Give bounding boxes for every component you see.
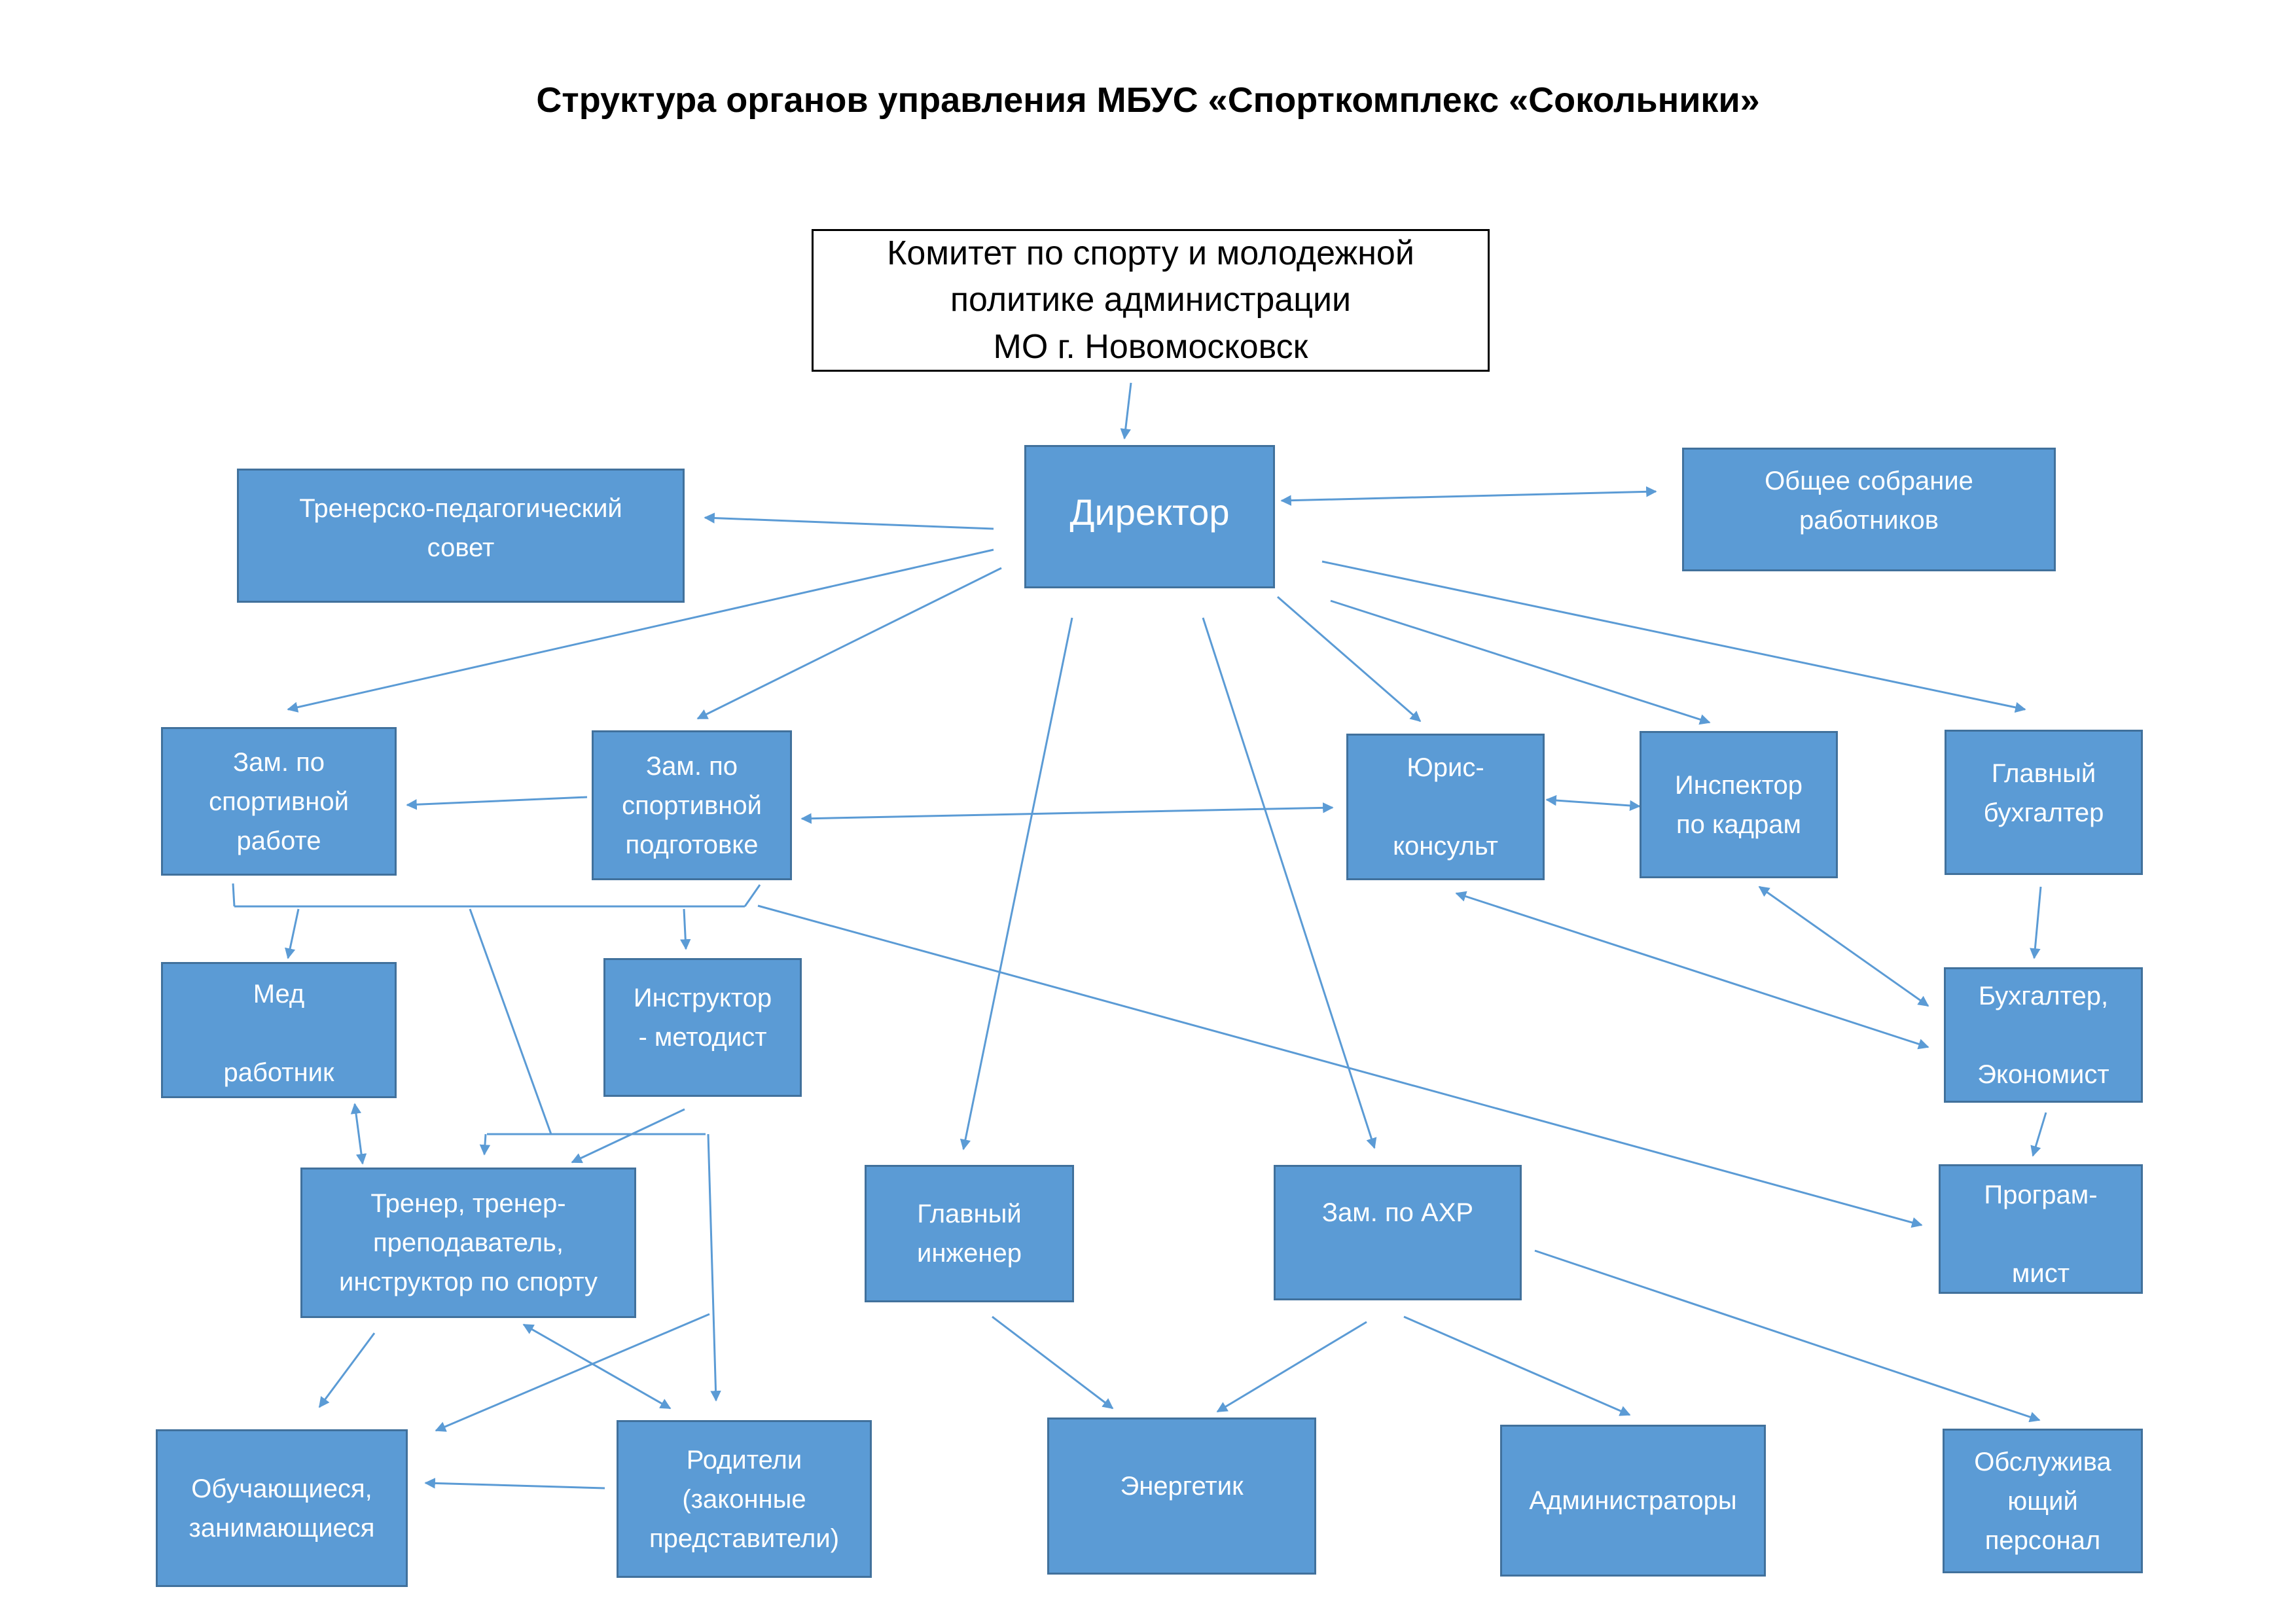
connector-arrow-29 — [350, 1103, 367, 1165]
connector-arrow-3 — [1280, 486, 1657, 506]
director-box: Директор — [1024, 445, 1275, 588]
connector-arrow-28 — [571, 1108, 685, 1164]
connector-arrow-16 — [1455, 891, 1929, 1050]
service-staff-box: Обслужива ющий персонал — [1943, 1429, 2143, 1573]
connector-arrow-21 — [285, 908, 300, 959]
connector-arrow-33 — [424, 1478, 605, 1489]
coach-box: Тренер, тренер- преподаватель, инструкто… — [300, 1168, 636, 1318]
accountant-economist-box: Бухгалтер, Экономист — [1944, 967, 2143, 1103]
connector-arrow-37 — [1534, 1249, 2041, 1423]
connector-arrow-31 — [522, 1323, 672, 1410]
chief-accountant-box: Главный бухгалтер — [1945, 730, 2143, 875]
connector-arrow-1 — [1120, 382, 1132, 440]
connector-arrow-5 — [696, 567, 1002, 720]
connector-arrow-8 — [1277, 596, 1422, 722]
connector-arrow-32 — [435, 1313, 710, 1432]
connector-arrow-11 — [406, 796, 588, 810]
legal-consultant-box: Юрис- консульт — [1346, 734, 1545, 880]
chief-engineer-box: Главный инженер — [865, 1165, 1074, 1302]
connector-arrow-2 — [704, 512, 994, 530]
students-box: Обучающиеся, занимающиеся — [156, 1429, 408, 1587]
diagram-title: Структура органов управления МБУС «Спорт… — [536, 80, 1760, 120]
connector-arrow-18 — [232, 883, 236, 907]
connector-arrow-22 — [680, 908, 691, 950]
connector-arrow-26 — [479, 1133, 491, 1156]
hr-inspector-box: Инспектор по кадрам — [1640, 731, 1838, 878]
instructor-methodist-box: Инструктор - методист — [603, 958, 802, 1097]
programmer-box: Програм- мист — [1939, 1164, 2143, 1294]
connector-arrow-17 — [2030, 1112, 2047, 1157]
connector-arrow-27 — [707, 1133, 721, 1402]
connector-arrow-23 — [469, 908, 552, 1135]
connector-arrow-13 — [1545, 794, 1641, 812]
connector-arrow-4 — [287, 548, 994, 713]
connector-arrow-10 — [1321, 560, 2026, 713]
connector-arrow-20 — [744, 884, 761, 907]
power-engineer-box: Энергетик — [1047, 1418, 1316, 1575]
deputy-sport-training-box: Зам. по спортивной подготовке — [592, 730, 792, 880]
connector-arrow-35 — [1216, 1321, 1367, 1413]
general-meeting-box: Общее собрание работников — [1682, 448, 2056, 571]
connector-arrow-15 — [1758, 885, 1929, 1007]
connector-arrow-25 — [757, 904, 1923, 1228]
connector-arrow-6 — [960, 617, 1073, 1150]
parents-box: Родители (законные представители) — [617, 1420, 872, 1578]
administrators-box: Администраторы — [1500, 1425, 1766, 1577]
deputy-sport-work-box: Зам. по спортивной работе — [161, 727, 397, 876]
committee-box: Комитет по спорту и молодежной политике … — [812, 229, 1490, 372]
connector-arrow-30 — [318, 1332, 376, 1408]
connector-arrow-9 — [1330, 599, 1711, 725]
coach-council-box: Тренерско-педагогический совет — [237, 469, 685, 603]
connector-arrow-36 — [1403, 1315, 1631, 1416]
connector-arrow-14 — [2030, 886, 2042, 959]
medic-box: Мед работник — [161, 962, 397, 1098]
deputy-ahr-box: Зам. по АХР — [1274, 1165, 1522, 1300]
connector-arrow-34 — [992, 1315, 1114, 1410]
connector-arrow-7 — [1202, 617, 1377, 1149]
connector-arrow-12 — [800, 802, 1334, 824]
